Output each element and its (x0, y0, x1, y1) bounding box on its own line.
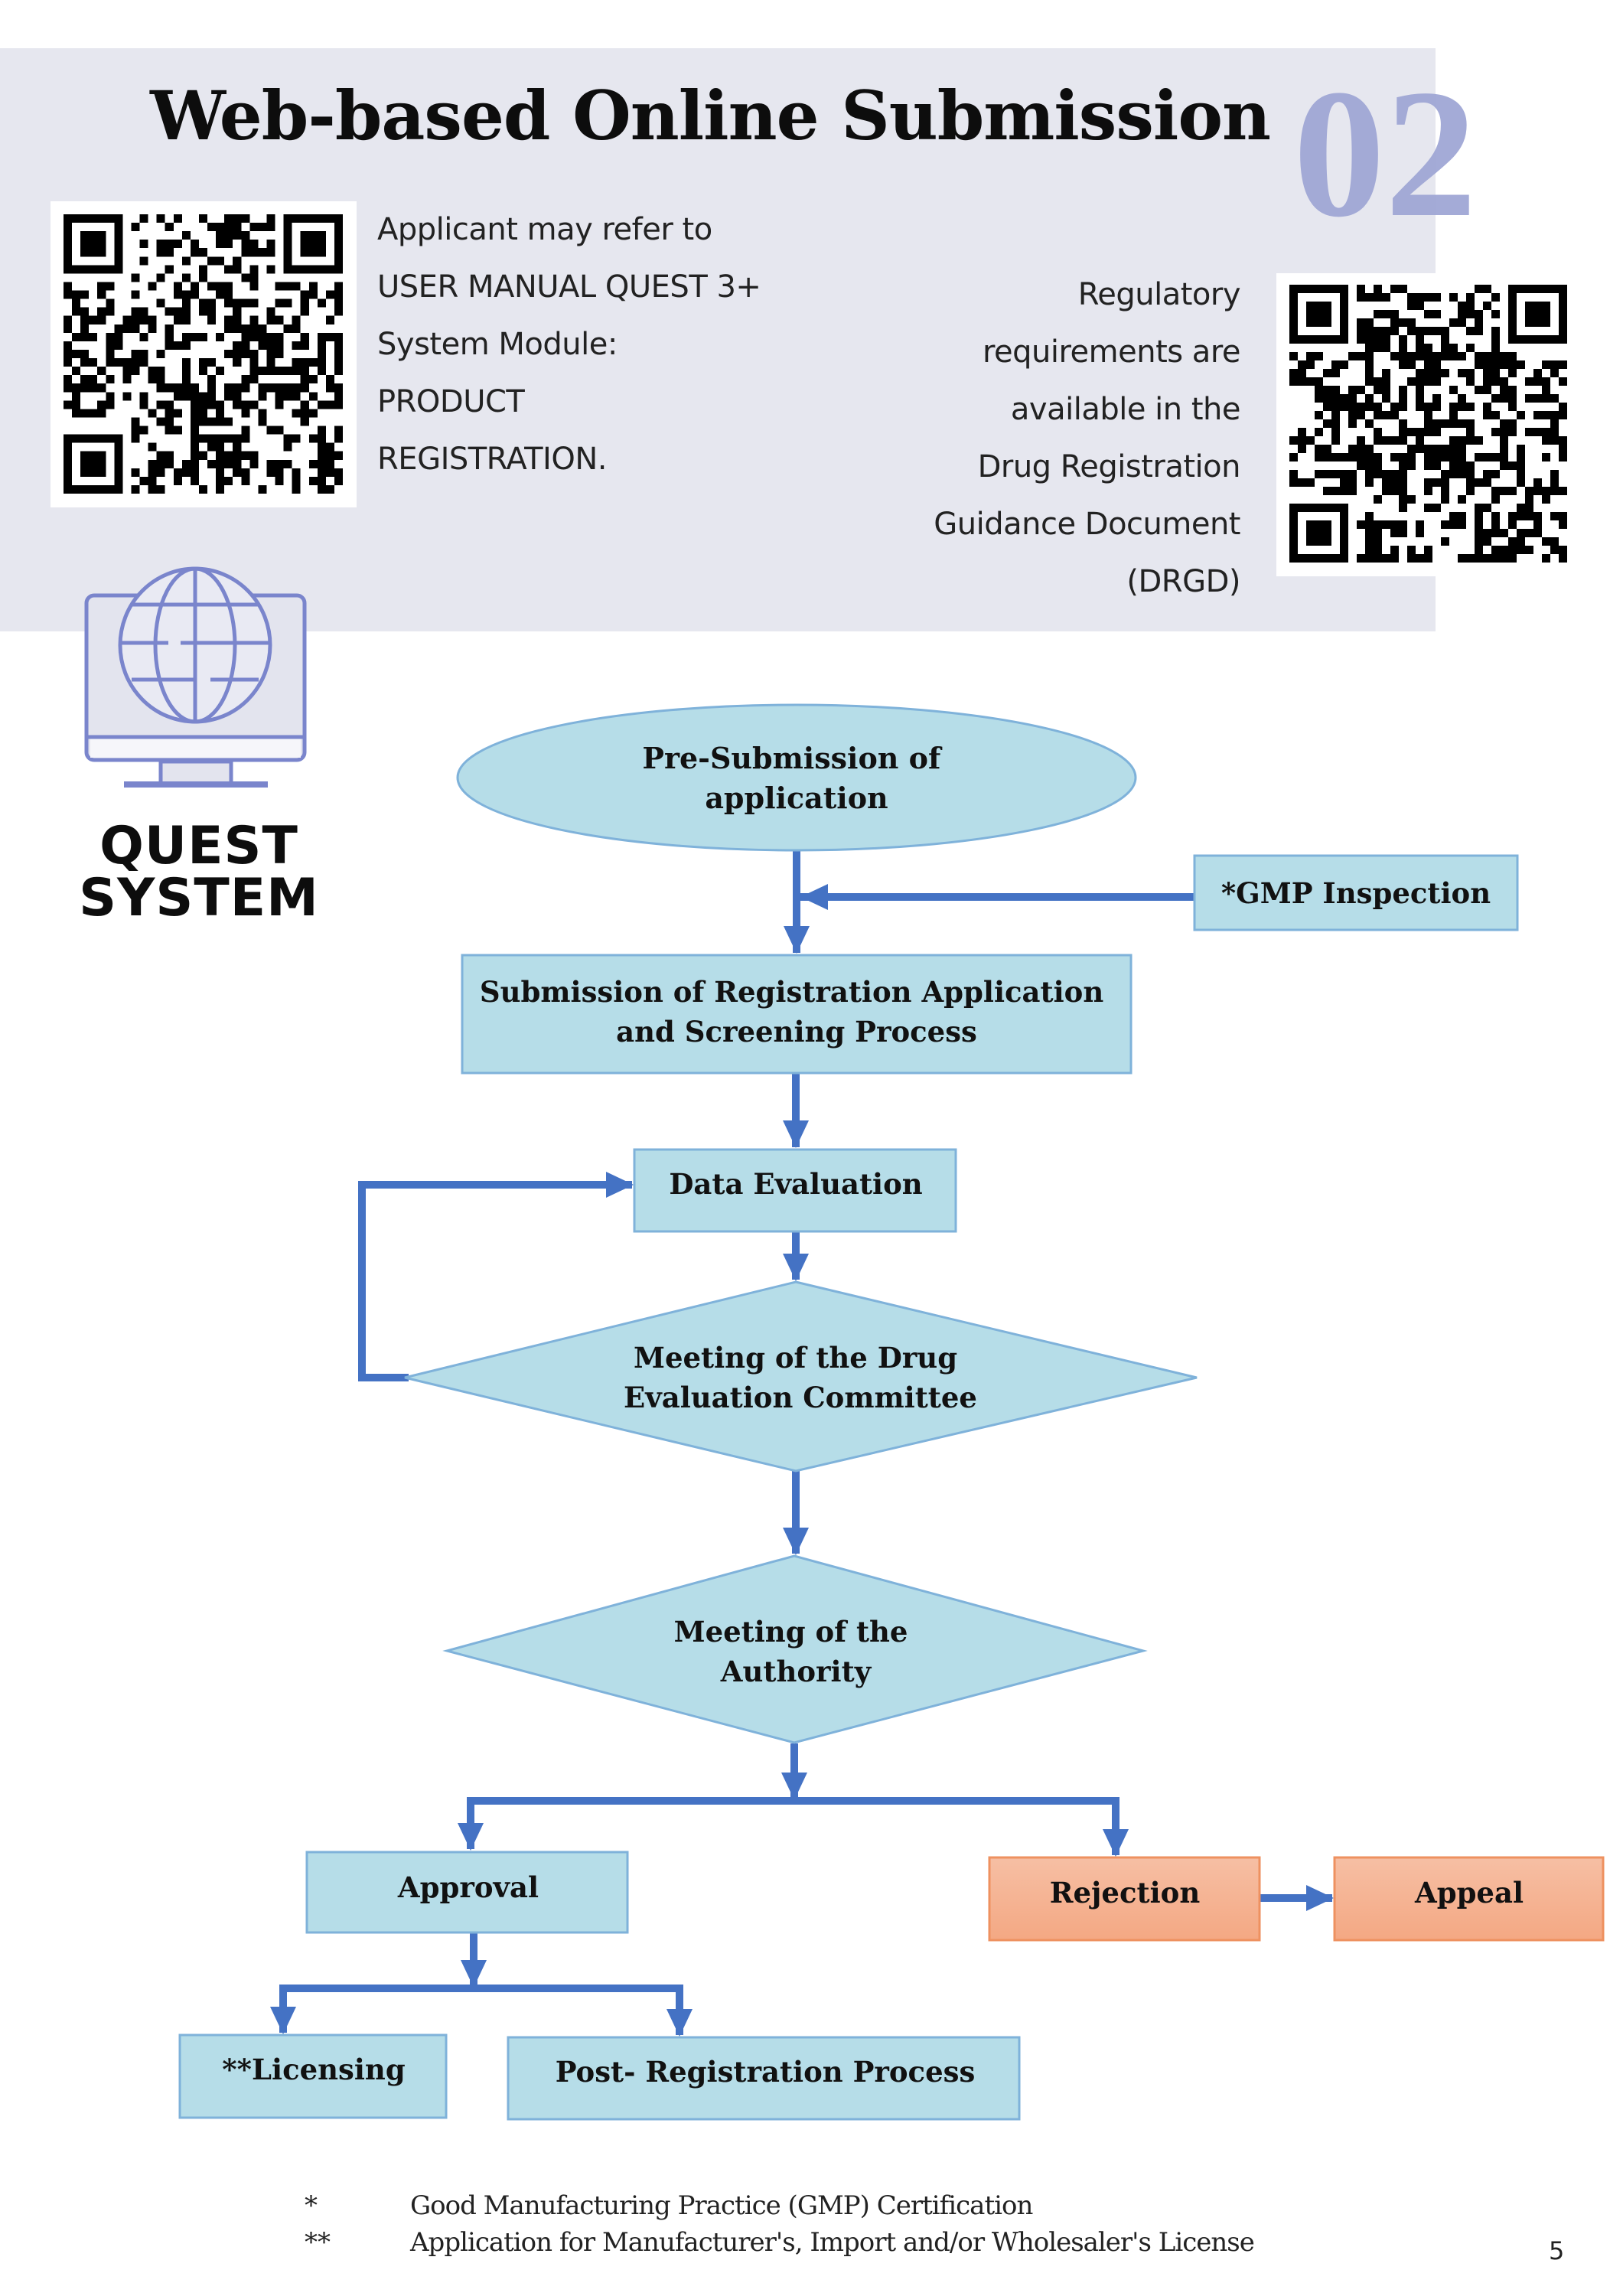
intro-right-line: available in the (1010, 392, 1241, 427)
node-label: Meeting of the Drug (634, 1341, 957, 1375)
branch-approval-rejection (467, 1797, 1119, 1855)
svg-text:**Licensing: **Licensing (222, 2053, 405, 2086)
intro-right-line: Regulatory (1077, 277, 1241, 312)
page-number: 5 (1549, 2236, 1565, 2265)
node-label: Data Evaluation (669, 1167, 922, 1201)
node-label: Appeal (1414, 1876, 1524, 1910)
svg-text:Data Evaluation: Data Evaluation (669, 1167, 922, 1201)
arrowhead-left (800, 884, 828, 910)
arrowhead-down (783, 1120, 809, 1148)
svg-text:Appeal: Appeal (1414, 1876, 1524, 1910)
quest-label-line: QUEST (99, 816, 298, 876)
node-submission-screening[interactable]: Submission of Registration Application a… (461, 954, 1133, 1075)
node-label: Post- Registration Process (556, 2055, 976, 2089)
svg-text:Meeting of the Authority: Meeting of the Authority (674, 1615, 918, 1688)
node-label: **Licensing (222, 2053, 405, 2086)
node-label: Rejection (1050, 1876, 1201, 1910)
node-label: Authority (720, 1655, 872, 1688)
footnote-text: Application for Manufacturer's, Import a… (410, 2227, 1255, 2258)
node-label: Evaluation Committee (624, 1381, 977, 1414)
node-label: Approval (397, 1870, 539, 1904)
arrowhead-right (606, 1172, 634, 1198)
intro-right-line: Guidance Document (934, 507, 1240, 542)
intro-left-line: PRODUCT (377, 384, 525, 419)
footnote-text: Good Manufacturing Practice (GMP) Certif… (410, 2190, 1033, 2221)
svg-text:Approval: Approval (397, 1870, 539, 1904)
svg-text:Pre-Submission of applic: Pre-Submission of application (642, 741, 950, 815)
user-manual-note: Applicant may refer to USER MANUAL QUEST… (377, 201, 852, 488)
node-licensing[interactable]: **Licensing (178, 2033, 448, 2119)
intro-left-line: System Module: (377, 327, 618, 362)
arrowhead-down (458, 1823, 484, 1851)
intro-right-line: Drug Registration (977, 449, 1241, 484)
arrowhead-down (783, 1528, 809, 1555)
node-post-registration[interactable]: Post- Registration Process (507, 2036, 1021, 2121)
node-drug-evaluation-committee[interactable]: Meeting of the Drug Evaluation Committee (404, 1280, 1198, 1473)
qr-code-icon[interactable] (1289, 285, 1567, 563)
node-label: Meeting of the (674, 1615, 908, 1649)
arrowhead-down (461, 1960, 487, 1988)
node-data-evaluation[interactable]: Data Evaluation (633, 1148, 957, 1233)
intro-left-line: USER MANUAL QUEST 3+ (377, 269, 761, 305)
node-meeting-authority[interactable]: Meeting of the Authority (442, 1554, 1148, 1744)
node-gmp-inspection[interactable]: *GMP Inspection (1193, 854, 1519, 931)
arrowhead-down (666, 2009, 693, 2037)
monitor-globe-icon (84, 566, 307, 788)
page-title: Web-based Online Submission (150, 76, 1271, 155)
intro-right-line: requirements are (982, 334, 1241, 370)
intro-right-line: (DRGD) (1126, 564, 1240, 599)
section-number: 02 (1293, 51, 1477, 255)
arrowhead-down (783, 1254, 809, 1281)
svg-text:*GMP Inspection: *GMP Inspection (1221, 876, 1491, 910)
arrowhead-down (784, 926, 810, 954)
svg-text:Submission of Registration App: Submission of Registration Application a… (480, 975, 1113, 1049)
drgd-note: Regulatory requirements are available in… (826, 266, 1240, 611)
arrowhead-right (1306, 1885, 1334, 1911)
arrowhead-down (270, 2007, 296, 2034)
branch-licensing-postreg (279, 1985, 683, 2035)
node-appeal[interactable]: Appeal (1333, 1856, 1605, 1942)
node-label: Submission of Registration Application (480, 975, 1103, 1009)
node-approval[interactable]: Approval (305, 1851, 629, 1934)
quest-system-label: QUEST SYSTEM (46, 820, 352, 925)
svg-text:Rejection: Rejection (1050, 1876, 1201, 1910)
arrow-committee-loop-back (358, 1181, 632, 1381)
intro-left-line: Applicant may refer to (377, 212, 712, 247)
node-label: and Screening Process (616, 1015, 977, 1049)
node-label: application (705, 781, 888, 815)
arrowhead-down (781, 1773, 807, 1800)
node-pre-submission[interactable]: Pre-Submission of application (456, 703, 1137, 852)
quest-label-line: SYSTEM (79, 868, 319, 928)
footnote-marker: * (305, 2190, 318, 2221)
node-rejection[interactable]: Rejection (988, 1856, 1261, 1942)
svg-text:Post- Registration Process: Post- Registration Process (556, 2055, 976, 2089)
qr-code-icon[interactable] (64, 214, 343, 494)
svg-text:Meeting of the Drug Eval: Meeting of the Drug Evaluation Committee (624, 1341, 977, 1414)
intro-left-line: REGISTRATION. (377, 442, 607, 477)
footnote-marker: ** (305, 2227, 331, 2258)
node-label: *GMP Inspection (1221, 876, 1491, 910)
node-label: Pre-Submission of (642, 741, 943, 775)
arrowhead-down (1103, 1829, 1129, 1857)
